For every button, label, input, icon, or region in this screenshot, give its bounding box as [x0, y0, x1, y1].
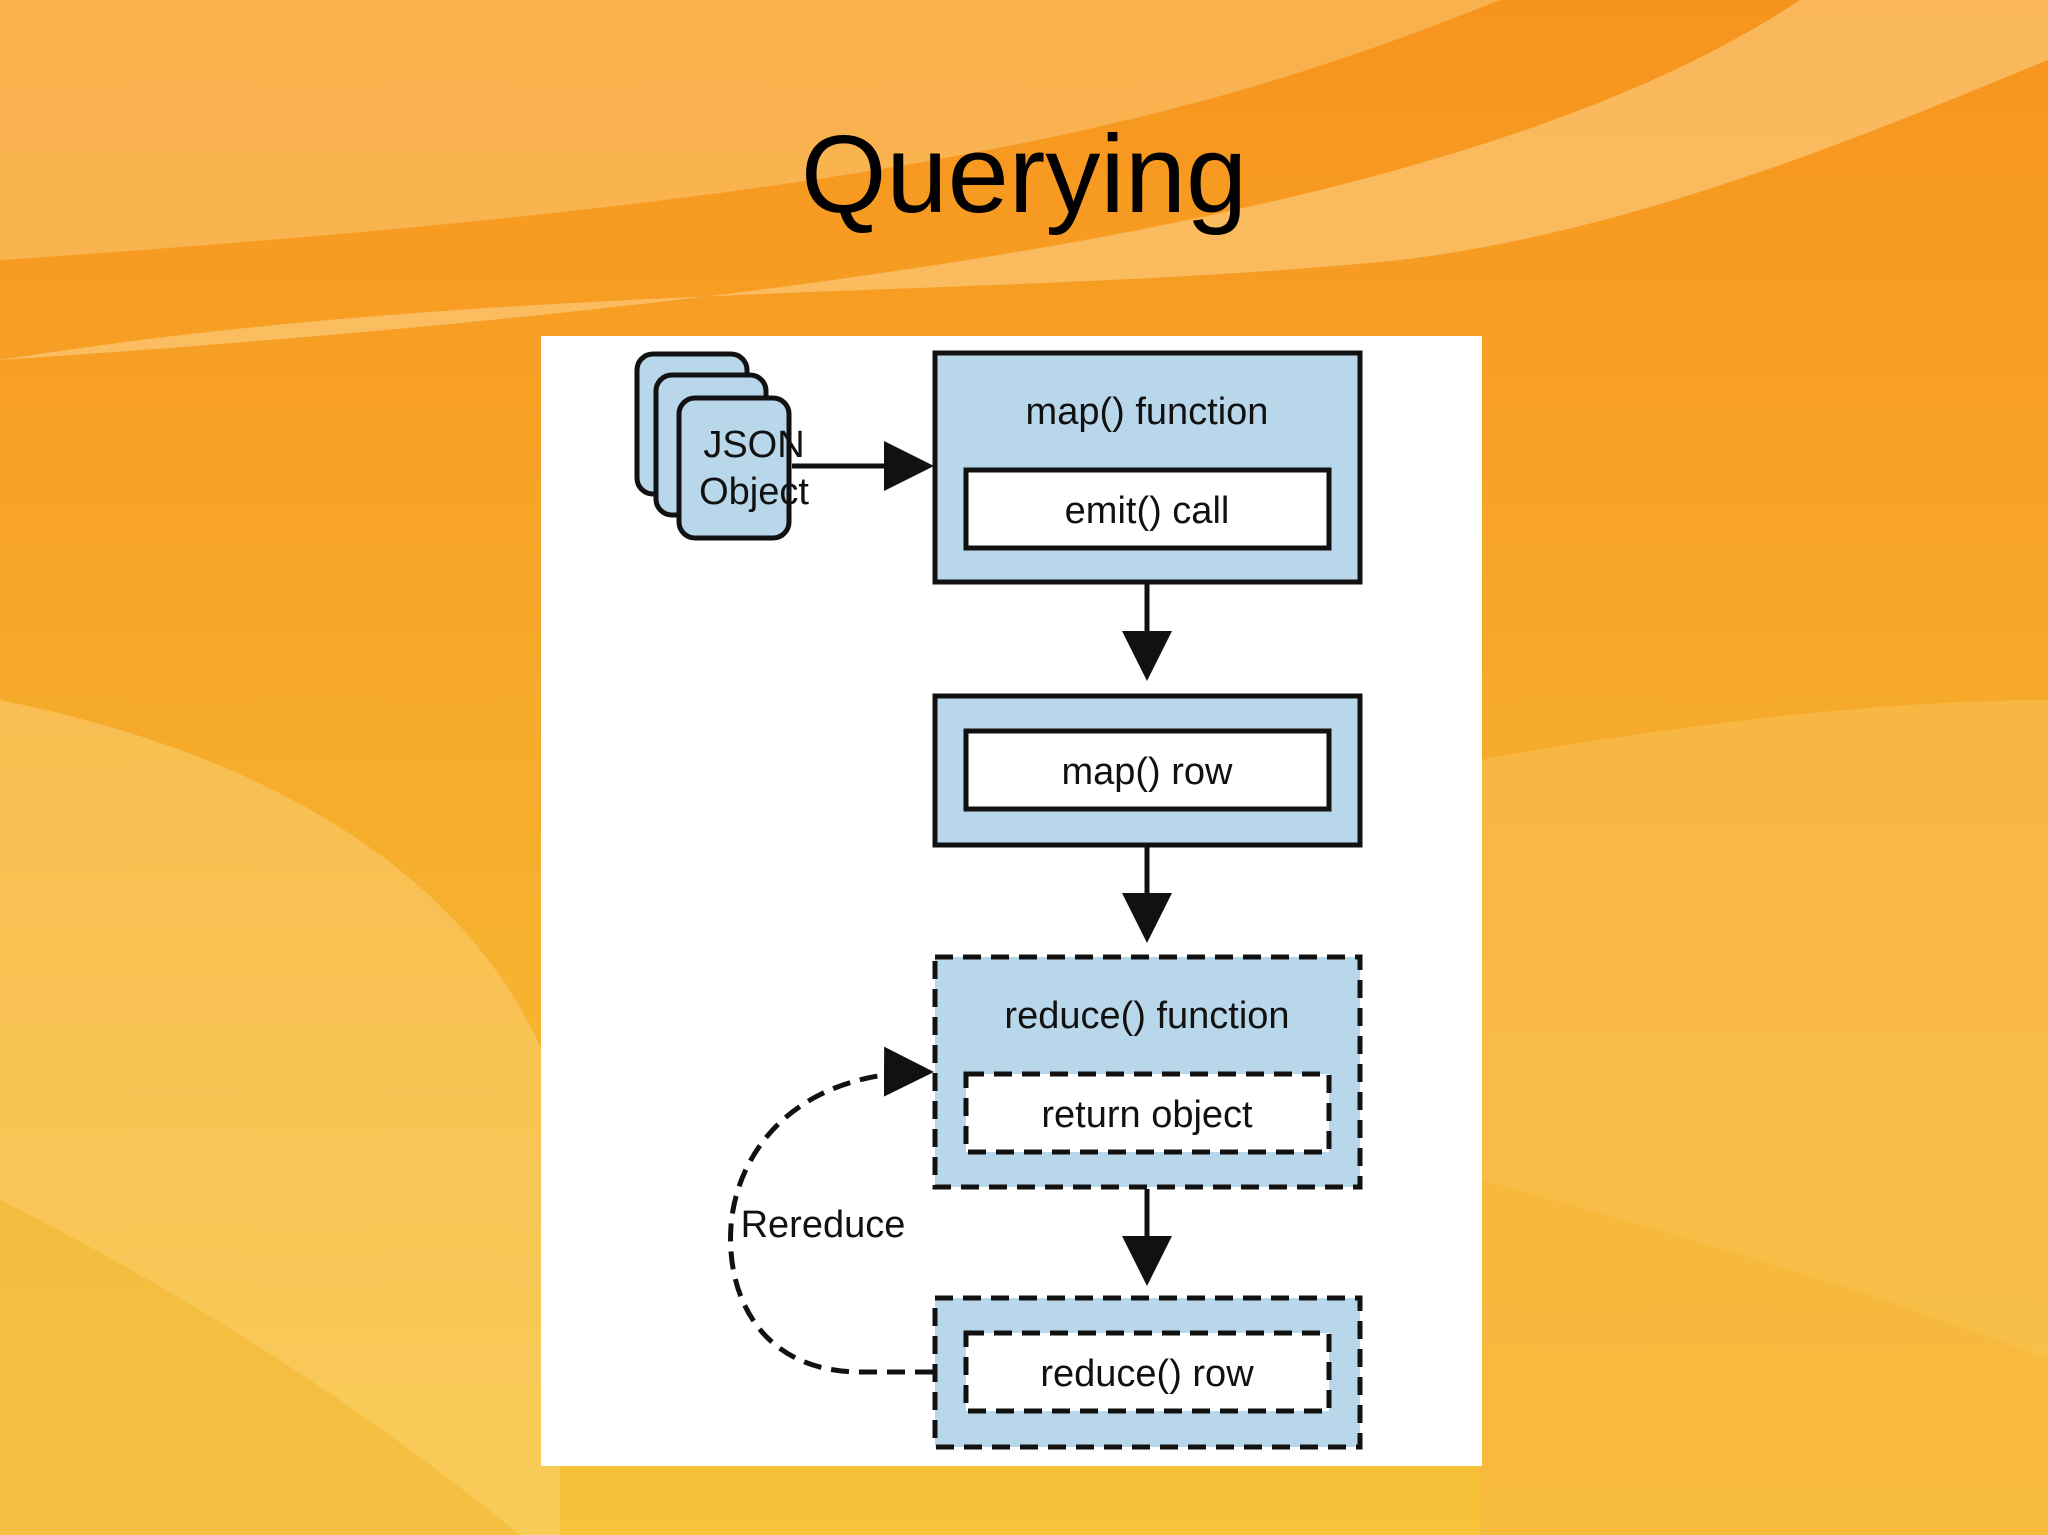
reduce-function-title: reduce() function [1004, 995, 1289, 1037]
json-object-label-line2: Object [699, 471, 809, 513]
map-function-title: map() function [1026, 391, 1269, 433]
reduce-row-label: reduce() row [1040, 1353, 1254, 1395]
emit-call-label: emit() call [1065, 490, 1230, 532]
reduce-row-box: reduce() row [932, 1295, 1363, 1450]
map-row-box: map() row [932, 693, 1363, 848]
diagram-panel: JSON Object map() function emit() call m… [541, 336, 1482, 1466]
flow-diagram: JSON Object map() function emit() call m… [634, 350, 1363, 1450]
rereduce-label: Rereduce [741, 1204, 906, 1246]
json-object-stack: JSON Object [634, 351, 809, 541]
rereduce-loop-arrow [728, 1046, 934, 1375]
json-object-label-line1: JSON [703, 424, 804, 466]
reduce-function-box: reduce() function return object [932, 954, 1363, 1190]
map-function-box: map() function emit() call [932, 350, 1363, 585]
return-object-label: return object [1041, 1094, 1253, 1136]
map-row-label: map() row [1061, 751, 1233, 793]
slide-title: Querying [800, 113, 1248, 236]
rereduce-label-bg [746, 1188, 896, 1258]
